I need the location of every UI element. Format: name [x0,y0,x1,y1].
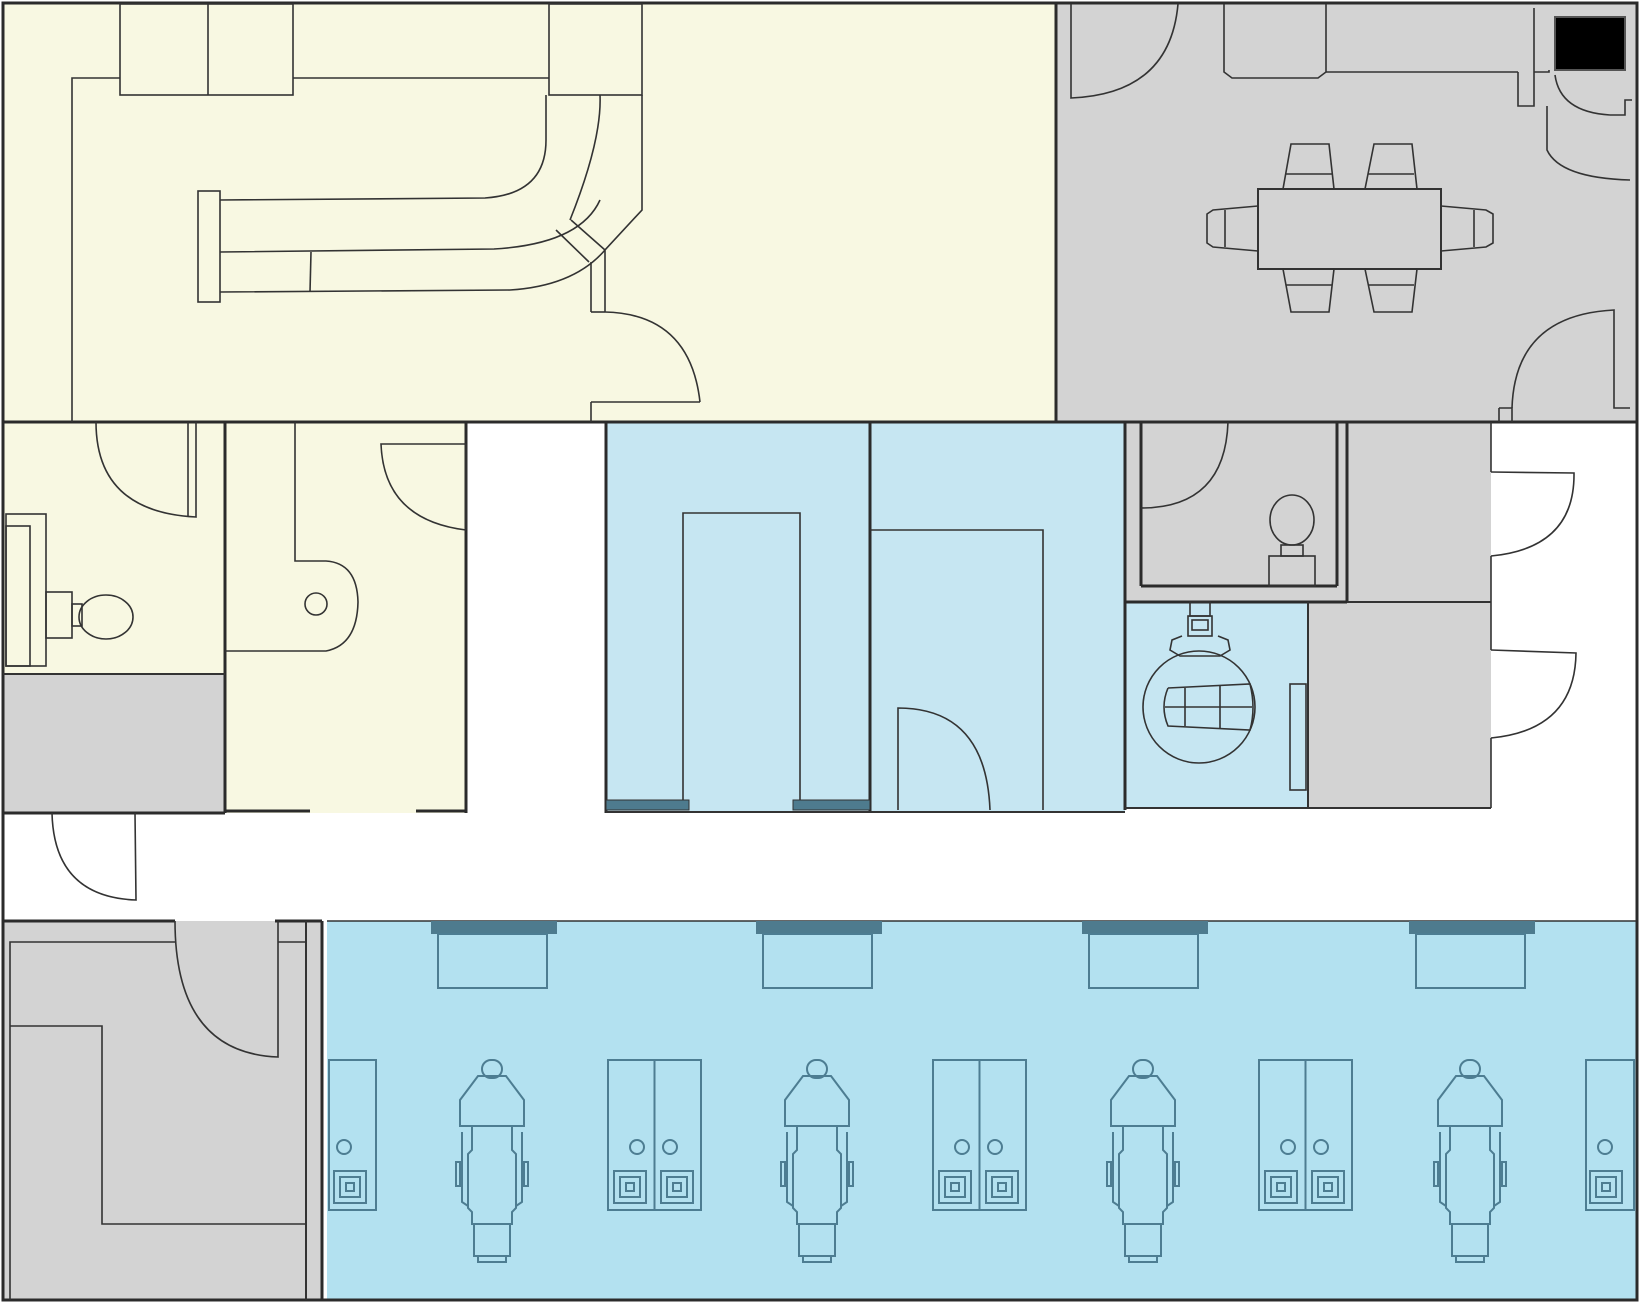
doctor-office-fixtures [9,920,306,1300]
x-ray-room [1125,602,1308,808]
doctor-office [4,921,322,1299]
reception-desk [71,3,701,422]
closet-door [51,812,137,901]
restroom [4,422,225,674]
utility-closet-upper [1347,422,1491,602]
utility-doors [1490,471,1577,739]
equipment-block [1554,16,1626,71]
room-fills [4,4,1636,1299]
dining-table [1206,143,1494,313]
office-fixtures [225,422,467,652]
staff-lounge-fixtures [1070,3,1632,422]
cabinet-left-end [328,1059,377,1211]
business-office [225,422,466,813]
lab-room [870,422,1125,813]
reception-lobby [4,4,1056,422]
utility-closet-lower [1308,602,1491,808]
cabinet-right-end [1585,1059,1635,1211]
sterilization-room [606,422,870,813]
x-ray-fixtures [1142,601,1307,791]
staff-restroom [1125,422,1347,602]
open-operatory [327,921,1636,1299]
restroom-fixtures [5,421,197,667]
lab-fixtures [870,529,1044,811]
staff-lounge [1056,4,1636,422]
sterilization-fixtures [605,512,871,811]
staff-restroom-fixtures [1140,421,1316,587]
storage-closet [4,674,225,813]
operatory-cabinets [328,1059,1635,1211]
